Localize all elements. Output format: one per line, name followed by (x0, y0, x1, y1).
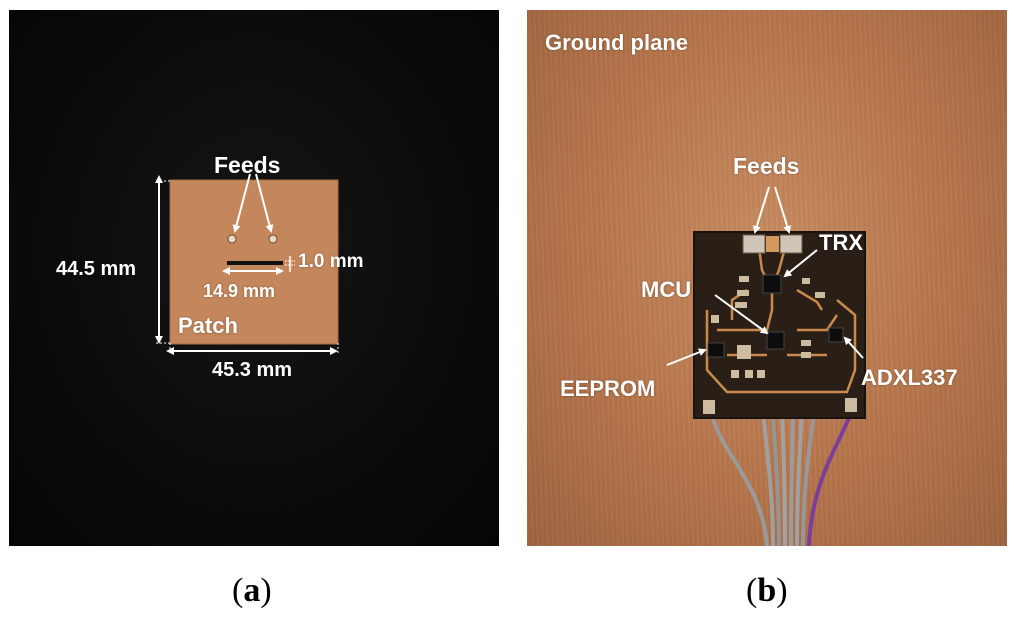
slot-length-label: 14.9 mm (203, 281, 276, 301)
feed-connector-left (742, 234, 766, 254)
slot (227, 261, 283, 265)
adxl337-chip (828, 327, 844, 343)
feed-connector-right (779, 234, 803, 254)
mcu-label: MCU (641, 277, 692, 302)
ground-plane-photo: Ground plane Feeds TRX MCU EEPROM ADXL33… (527, 10, 1007, 546)
caption-b: (b) (746, 572, 788, 609)
caption-a-letter: a (243, 572, 261, 609)
mcu-chip (766, 331, 785, 350)
caption-a: (a) (232, 572, 272, 609)
caption-b-letter: b (757, 572, 777, 609)
trx-label: TRX (819, 230, 863, 255)
adxl337-label: ADXL337 (861, 365, 958, 390)
eeprom-chip (707, 342, 725, 358)
height-dimension-label: 44.5 mm (56, 258, 137, 280)
feeds-label-a: Feeds (214, 152, 281, 178)
patch-antenna-drawing (155, 173, 339, 355)
feed-point-right (268, 234, 278, 244)
width-dimension-label: 45.3 mm (212, 359, 293, 381)
ground-plane-label: Ground plane (545, 30, 688, 55)
small-components (703, 276, 857, 414)
feed-point-left (227, 234, 237, 244)
patch-label: Patch (178, 313, 238, 338)
feeds-label-b: Feeds (733, 153, 800, 179)
sensor-node-drawing (666, 186, 866, 546)
trx-chip (762, 274, 782, 294)
eeprom-label: EEPROM (560, 376, 656, 401)
pcb-board (693, 231, 866, 419)
slot-width-label: 1.0 mm (298, 251, 364, 272)
patch-antenna-photo: Feeds 44.5 mm 1.0 mm 14.9 mm Patch 45.3 … (9, 10, 499, 546)
